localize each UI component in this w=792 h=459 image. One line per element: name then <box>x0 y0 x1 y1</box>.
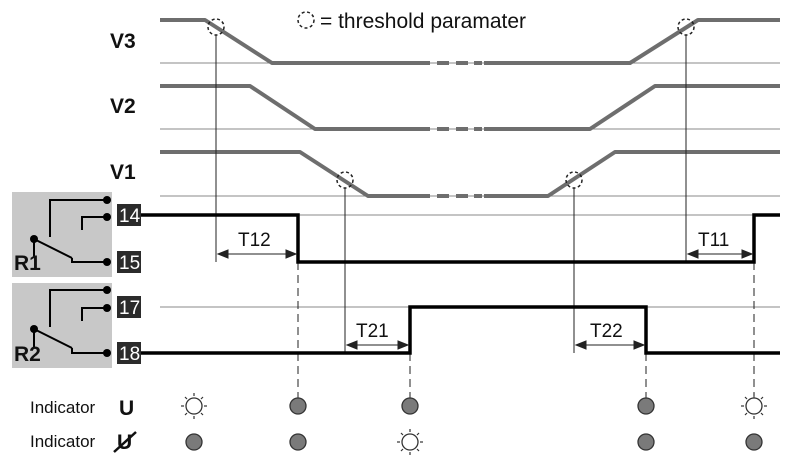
terminal-14-box <box>117 204 141 226</box>
r1-waveform <box>140 213 780 264</box>
led-fault-on <box>397 429 423 455</box>
led-row-u <box>181 393 767 419</box>
indicator-u-symbol: U <box>119 397 134 420</box>
led-fault-off-3 <box>637 433 655 451</box>
v2-waveform <box>160 84 430 131</box>
terminal-18-box <box>117 342 141 364</box>
threshold-markers <box>207 11 695 189</box>
relay-r1-symbol: R1 14 15 <box>12 192 141 277</box>
led-u-off-3 <box>637 397 655 415</box>
voltage-waveforms <box>160 18 780 198</box>
t21-label: T21 <box>356 321 389 342</box>
fault-slash-icon <box>113 431 137 453</box>
terminal-17: 17 <box>119 298 140 319</box>
v3-label: V3 <box>110 30 136 53</box>
v2-label: V2 <box>110 95 136 118</box>
terminal-18: 18 <box>119 344 140 365</box>
indicator-guides <box>297 262 755 398</box>
terminal-14: 14 <box>119 206 141 227</box>
r1-label: R1 <box>14 252 41 275</box>
v3-waveform-right <box>484 18 780 65</box>
led-fault-off-2 <box>289 433 307 451</box>
led-fault-off-1 <box>185 433 203 451</box>
legend-text: = threshold paramater <box>320 10 526 33</box>
led-fault-off-4 <box>745 433 763 451</box>
legend-threshold-icon <box>297 11 315 29</box>
relay-r2-symbol: R2 17 18 <box>12 283 141 368</box>
t12-label: T12 <box>238 230 271 251</box>
led-u-on-1 <box>181 393 207 419</box>
r2-label: R2 <box>14 343 41 366</box>
t11-label: T11 <box>698 230 729 251</box>
timer-arrows <box>216 249 754 350</box>
terminal-15-box <box>117 251 141 273</box>
t22-arrow <box>574 340 646 350</box>
r2-waveform <box>140 305 780 355</box>
time-break-dashes <box>437 61 482 198</box>
v1-waveform-right <box>484 150 780 198</box>
v3-waveform <box>160 18 430 65</box>
indicator-fault-label: Indicator <box>30 432 96 451</box>
led-row-fault <box>185 429 763 455</box>
led-u-off-1 <box>289 397 307 415</box>
t12-arrow <box>216 249 298 259</box>
terminal-17-box <box>117 296 141 318</box>
led-u-off-2 <box>401 397 419 415</box>
event-lines <box>215 35 687 353</box>
indicator-u-label: Indicator <box>30 398 96 417</box>
baselines <box>160 62 780 308</box>
t11-arrow <box>686 249 754 259</box>
v2-waveform-right <box>484 84 780 131</box>
t22-label: T22 <box>590 321 623 342</box>
terminal-15: 15 <box>119 253 140 274</box>
v1-waveform <box>160 150 430 198</box>
led-u-on-2 <box>741 393 767 419</box>
relay-waveforms <box>140 213 780 355</box>
t21-arrow <box>345 340 410 350</box>
v1-label: V1 <box>110 161 136 184</box>
